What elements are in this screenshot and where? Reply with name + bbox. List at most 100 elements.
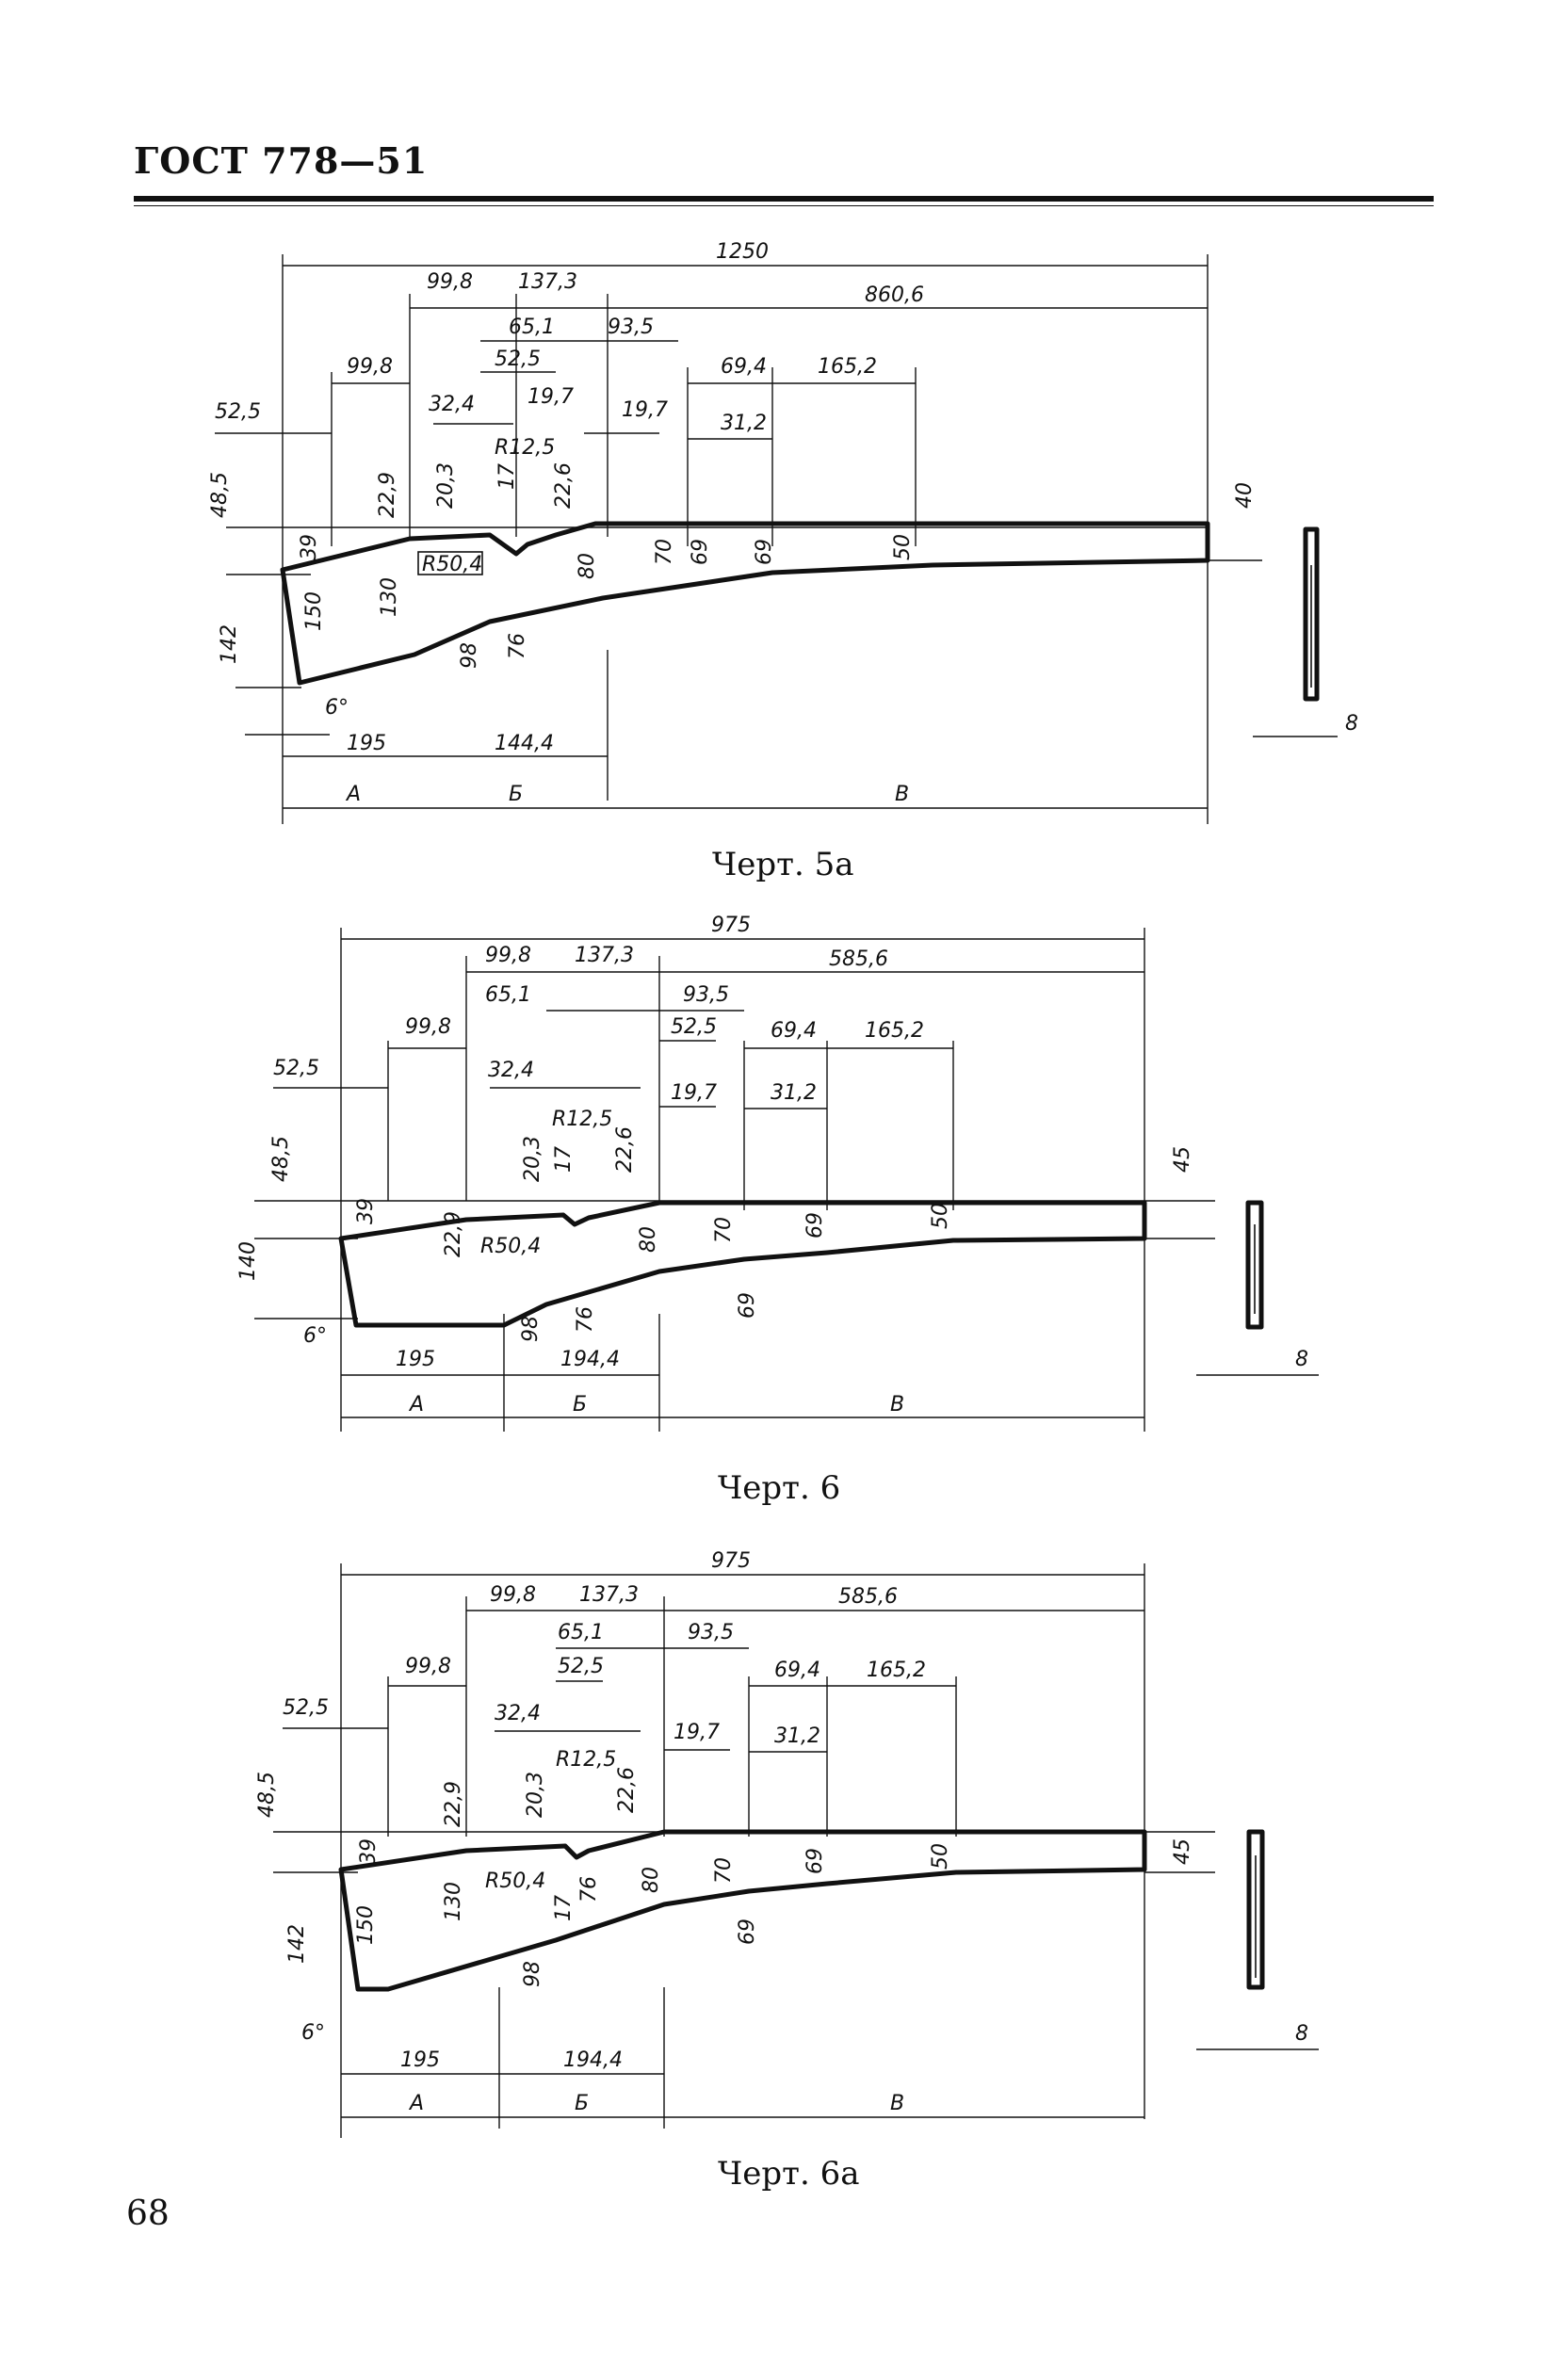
dim-70: 70 xyxy=(712,1217,736,1243)
dim-93-5: 93,5 xyxy=(688,1621,734,1644)
dim-32-4: 32,4 xyxy=(488,1059,534,1082)
dim-52-5-b: 52,5 xyxy=(283,1696,329,1720)
dim-99-8-a: 99,8 xyxy=(485,944,531,967)
dim-50: 50 xyxy=(891,534,915,560)
dim-80: 80 xyxy=(640,1867,663,1893)
angle-label: 6° xyxy=(303,1324,327,1348)
dim-65-1: 65,1 xyxy=(485,983,531,1007)
caption-fig-6: Черт. 6 xyxy=(718,1469,841,1507)
thickness-label: 8 xyxy=(1295,1348,1308,1371)
dim-31-2: 31,2 xyxy=(774,1724,820,1748)
dim-65-1: 65,1 xyxy=(509,316,555,339)
dim-194-4: 194,4 xyxy=(560,1348,620,1371)
side-view xyxy=(1245,1200,1264,1330)
dim-69-4: 69,4 xyxy=(771,1019,817,1043)
dim-52-5-b: 52,5 xyxy=(215,400,261,424)
dim-22-9: 22,9 xyxy=(376,472,399,518)
dim-17: 17 xyxy=(552,1146,576,1173)
dim-99-8-b: 99,8 xyxy=(405,1655,451,1678)
dim-50: 50 xyxy=(929,1203,952,1229)
dim-93-5: 93,5 xyxy=(608,316,654,339)
angle-label: 6° xyxy=(325,696,349,720)
dim-99-8-b: 99,8 xyxy=(347,355,393,379)
dim-19-7: 19,7 xyxy=(671,1081,717,1105)
dim-52-5-a: 52,5 xyxy=(558,1655,604,1678)
dim-98: 98 xyxy=(521,1961,544,1987)
dim-195: 195 xyxy=(400,2048,440,2072)
side-view xyxy=(1246,1829,1265,1990)
dim-39: 39 xyxy=(354,1198,378,1224)
dim-99-8-b: 99,8 xyxy=(405,1015,451,1039)
dim-r12-5: R12,5 xyxy=(495,436,555,460)
dim-69-4: 69,4 xyxy=(774,1659,820,1682)
radius-label: R50,4 xyxy=(422,553,482,576)
dim-17: 17 xyxy=(552,1895,576,1921)
dim-31-2: 31,2 xyxy=(721,412,767,435)
dim-22-9: 22,9 xyxy=(442,1781,465,1827)
dim-165-2: 165,2 xyxy=(867,1659,926,1682)
dim-99-8-a: 99,8 xyxy=(490,1583,536,1607)
section-b: Б xyxy=(509,783,523,806)
dim-39: 39 xyxy=(357,1838,381,1865)
dim-32-4: 32,4 xyxy=(429,393,475,416)
part-outline xyxy=(280,521,1210,686)
section-a: А xyxy=(345,783,361,806)
dim-52-5-b: 52,5 xyxy=(273,1057,319,1080)
dim-48-5: 48,5 xyxy=(208,472,232,518)
dim-20-3: 20,3 xyxy=(524,1772,547,1818)
dim-165-2: 165,2 xyxy=(865,1019,924,1043)
dim-69-b: 69 xyxy=(753,539,776,565)
dim-76: 76 xyxy=(574,1306,597,1333)
dim-99-8-a: 99,8 xyxy=(427,270,473,294)
dim-130: 130 xyxy=(442,1882,465,1921)
dim-31-2: 31,2 xyxy=(771,1081,817,1105)
page-number: 68 xyxy=(126,2194,170,2233)
radius-label: R50,4 xyxy=(485,1870,545,1893)
part-outline xyxy=(338,1829,1147,1992)
dim-32-4: 32,4 xyxy=(495,1702,541,1725)
section-a: А xyxy=(408,1393,424,1417)
dim-585-6: 585,6 xyxy=(838,1585,898,1609)
dim-69-b: 69 xyxy=(736,1292,759,1319)
dim-70: 70 xyxy=(712,1857,736,1884)
dim-69: 69 xyxy=(803,1212,827,1239)
dim-52-5-a: 52,5 xyxy=(495,348,541,371)
dim-137-3: 137,3 xyxy=(579,1583,639,1607)
drawing-fig-6: 975 99,8 137,3 585,6 65,1 93,5 99,8 52,5… xyxy=(236,914,1319,1432)
thickness-label: 8 xyxy=(1345,712,1358,736)
dim-70: 70 xyxy=(653,539,676,565)
dim-r12-5: R12,5 xyxy=(556,1748,616,1772)
dim-65-1: 65,1 xyxy=(558,1621,604,1644)
dim-80: 80 xyxy=(637,1226,660,1253)
angle-label: 6° xyxy=(301,2021,325,2045)
dim-22-6: 22,6 xyxy=(552,462,576,509)
dim-860-6: 860,6 xyxy=(865,283,924,307)
section-v: В xyxy=(895,783,909,806)
dim-overall: 975 xyxy=(711,914,751,937)
drawing-fig-6a: 975 99,8 137,3 585,6 65,1 93,5 99,8 52,5… xyxy=(255,1549,1319,2138)
header-rule-thin xyxy=(134,205,1434,206)
radius-label: R50,4 xyxy=(480,1235,541,1258)
dim-20-3: 20,3 xyxy=(521,1136,544,1182)
dim-76: 76 xyxy=(506,633,529,659)
dim-52-5-a: 52,5 xyxy=(671,1015,717,1039)
dim-39: 39 xyxy=(298,534,321,560)
dim-80: 80 xyxy=(576,553,599,579)
dim-69-a: 69 xyxy=(689,539,712,565)
dim-69-b: 69 xyxy=(736,1919,759,1945)
section-v: В xyxy=(890,2092,904,2115)
dim-69-4: 69,4 xyxy=(721,355,767,379)
dim-19-7-b: 19,7 xyxy=(622,398,668,422)
dim-45: 45 xyxy=(1171,1146,1194,1173)
side-view xyxy=(1303,526,1320,702)
dim-17: 17 xyxy=(495,463,519,490)
dim-93-5: 93,5 xyxy=(683,983,729,1007)
dim-195: 195 xyxy=(347,732,386,755)
dim-45: 45 xyxy=(1171,1838,1194,1865)
section-b: Б xyxy=(575,2092,589,2115)
dim-98: 98 xyxy=(519,1316,543,1342)
document-header: ГОСТ 778—51 xyxy=(134,139,429,182)
dim-overall: 975 xyxy=(711,1549,751,1573)
dim-144-4: 144,4 xyxy=(495,732,554,755)
dim-r12-5: R12,5 xyxy=(552,1108,612,1131)
